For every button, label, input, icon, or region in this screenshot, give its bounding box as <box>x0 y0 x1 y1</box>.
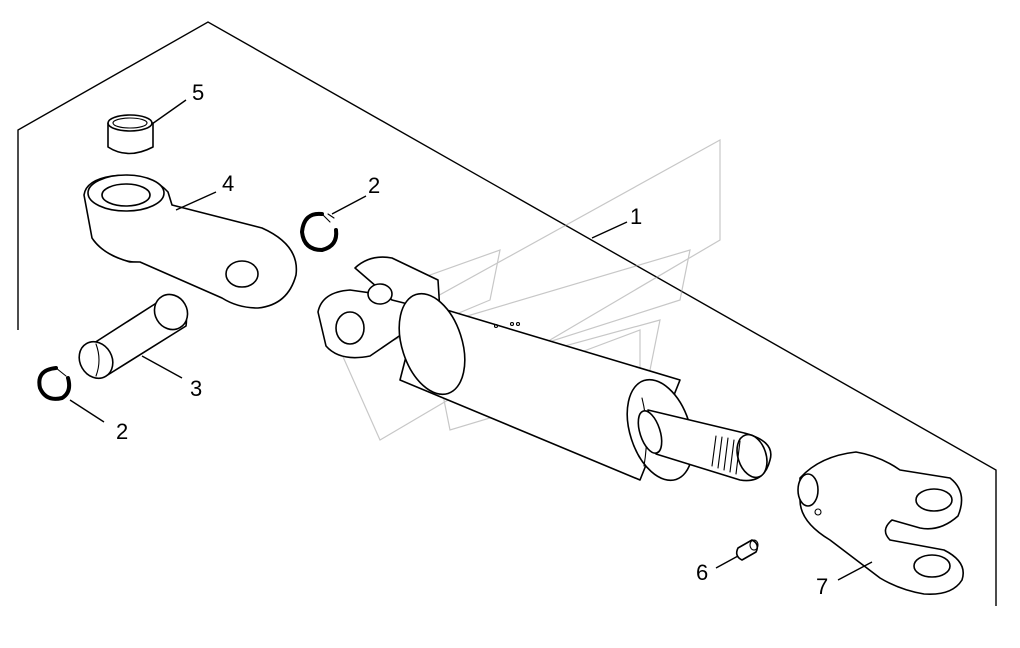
callout-4: 4 <box>222 171 234 196</box>
bushing-part-5 <box>107 114 154 155</box>
leader-line-5 <box>151 99 187 125</box>
leader-line-1 <box>591 221 628 239</box>
pin-part-3 <box>78 293 189 380</box>
leader-line-2-upper <box>331 195 367 215</box>
callout-1: 1 <box>630 204 642 229</box>
leader-line-4 <box>175 191 217 211</box>
callout-2-upper: 2 <box>368 173 380 198</box>
leader-line-2-lower <box>69 399 105 423</box>
snap-ring-part-2-lower <box>37 366 72 401</box>
callout-7: 7 <box>816 574 828 599</box>
leader-line-7 <box>837 561 873 581</box>
leader-line-6 <box>715 555 739 569</box>
callout-3: 3 <box>190 376 202 401</box>
leader-line-3 <box>141 355 183 379</box>
hydraulic-cylinder-part-1 <box>317 256 772 482</box>
grease-fitting-part-6 <box>735 539 759 561</box>
snap-ring-part-2-upper <box>300 211 339 252</box>
assembly-frame <box>17 21 997 606</box>
lever-arm-part-4 <box>83 174 298 309</box>
clevis-yoke-part-7 <box>797 451 964 596</box>
callout-2-lower: 2 <box>116 419 128 444</box>
callout-5: 5 <box>192 80 204 105</box>
callout-6: 6 <box>696 560 708 585</box>
